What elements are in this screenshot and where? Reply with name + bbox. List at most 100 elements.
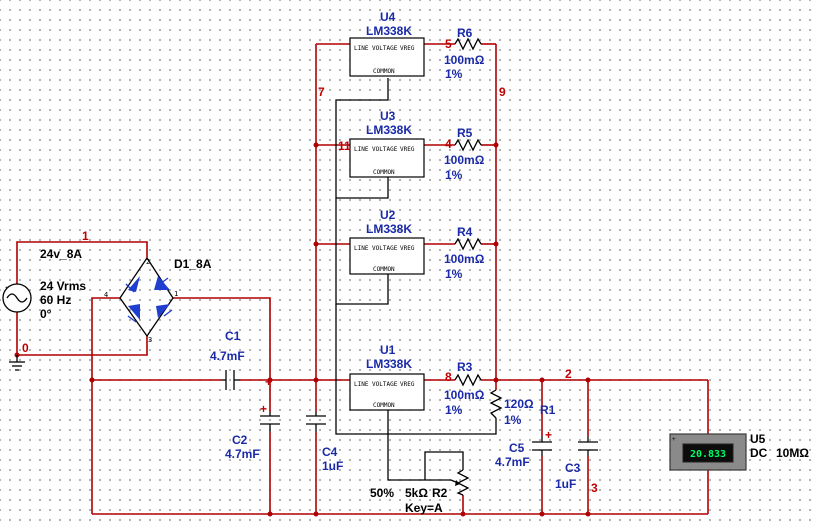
r3-tol: 1% — [445, 403, 463, 417]
bridge-pin-2: 1 — [174, 290, 178, 298]
regulator-u1[interactable]: LINE VOLTAGE VREG COMMON — [349, 373, 425, 411]
meter-impedance: 10MΩ — [776, 446, 809, 460]
u3-pin-line: LINE VOLTAGE — [354, 146, 398, 153]
regulator-u3[interactable]: LINE VOLTAGE VREG COMMON — [349, 138, 425, 178]
source-voltage: 24 Vrms — [40, 279, 86, 293]
c2-polarity: + — [260, 402, 267, 416]
r6-tol: 1% — [445, 67, 463, 81]
net-label-11: 11 — [338, 139, 351, 153]
wire-bridge-plus — [173, 297, 271, 412]
wire-adj-u1 — [335, 304, 389, 435]
c2-ref: C2 — [232, 433, 248, 447]
source-phase: 0° — [40, 307, 52, 321]
u2-pin-vreg: VREG — [400, 245, 415, 252]
regulator-u4[interactable]: LINE VOLTAGE VREG COMMON — [349, 37, 425, 77]
bridge-name: D1_8A — [174, 257, 212, 271]
capacitor-c5[interactable] — [532, 436, 552, 456]
r5-ref: R5 — [457, 126, 473, 140]
net-label-7: 7 — [318, 85, 325, 99]
potentiometer-r2[interactable] — [450, 469, 470, 496]
u4-ref: U4 — [380, 10, 396, 24]
svg-text:+: + — [672, 436, 676, 443]
meter-mode: DC — [750, 446, 768, 460]
u4-pin-common: COMMON — [373, 68, 395, 75]
u3-part: LM338K — [366, 123, 412, 137]
capacitor-c2[interactable] — [260, 412, 280, 432]
u2-pin-common: COMMON — [373, 266, 395, 273]
net-label-1: 1 — [82, 229, 89, 243]
wire-adj-u3 — [336, 177, 389, 199]
r1-tol: 1% — [504, 413, 522, 427]
r4-tol: 1% — [445, 267, 463, 281]
net-label-8: 8 — [445, 370, 452, 384]
meter-ref: U5 — [750, 432, 766, 446]
sine-wave-icon — [6, 293, 28, 303]
bridge-pin-4: 4 — [104, 291, 108, 299]
multimeter-u5[interactable]: 20.833 + — [669, 433, 747, 471]
r2-ref: R2 — [432, 486, 448, 500]
r4-value: 100mΩ — [444, 252, 485, 266]
resistor-r4[interactable] — [454, 237, 482, 251]
source-frequency: 60 Hz — [40, 293, 71, 307]
ac-source[interactable]: + — [2, 283, 32, 313]
wire-net-1 — [16, 241, 148, 290]
u3-pin-common: COMMON — [373, 169, 395, 176]
bridge-pin-3: 3 — [148, 336, 152, 344]
capacitor-c1[interactable] — [222, 370, 240, 390]
r5-tol: 1% — [445, 168, 463, 182]
r2-key: Key=A — [405, 501, 443, 515]
u1-pin-common: COMMON — [373, 402, 395, 409]
resistor-r1[interactable] — [489, 389, 503, 419]
u4-pin-vreg: VREG — [400, 45, 415, 52]
u2-ref: U2 — [380, 208, 396, 222]
c2-value: 4.7mF — [225, 447, 260, 461]
u2-part: LM338K — [366, 222, 412, 236]
c1-ref: C1 — [225, 329, 241, 343]
net-label-0: 0 — [22, 341, 29, 355]
c5-polarity: + — [545, 428, 552, 442]
u3-pin-vreg: VREG — [400, 146, 415, 153]
net-label-5: 5 — [445, 37, 452, 51]
svg-text:+: + — [5, 285, 9, 292]
c4-value: 1uF — [322, 459, 343, 473]
r4-ref: R4 — [457, 225, 473, 239]
r1-value: 120Ω — [504, 397, 534, 411]
wire-net-0 — [16, 305, 148, 356]
wire-adj-u4-u2 — [335, 78, 389, 305]
net-label-4: 4 — [445, 137, 452, 151]
bridge-rectifier[interactable] — [119, 257, 174, 338]
u1-part: LM338K — [366, 357, 412, 371]
u2-pin-line: LINE VOLTAGE — [354, 245, 398, 252]
u1-pin-line: LINE VOLTAGE — [354, 381, 398, 388]
wire-bridge-minus — [91, 297, 120, 514]
u1-pin-vreg: VREG — [400, 381, 415, 388]
wires — [16, 43, 709, 515]
c1-value: 4.7mF — [210, 349, 245, 363]
wire-adj-r1 — [388, 418, 497, 435]
r3-value: 100mΩ — [444, 388, 485, 402]
c5-ref: C5 — [509, 441, 525, 455]
resistor-r3[interactable] — [454, 373, 482, 387]
source-name: 24v_8A — [40, 247, 82, 261]
capacitor-c4[interactable] — [306, 412, 326, 432]
meter-reading: 20.833 — [690, 449, 726, 460]
r2-percent: 50% — [370, 486, 394, 500]
u1-ref: U1 — [380, 343, 396, 357]
resistor-r6[interactable] — [454, 37, 482, 51]
regulator-u2[interactable]: LINE VOLTAGE VREG COMMON — [349, 237, 425, 275]
net-label-3: 3 — [591, 481, 598, 495]
c5-value: 4.7mF — [495, 455, 530, 469]
net-label-2: 2 — [565, 367, 572, 381]
capacitor-c3[interactable] — [578, 436, 598, 456]
resistor-r5[interactable] — [454, 138, 482, 152]
diode-icon — [125, 276, 173, 323]
bridge-pin-1: 2 — [146, 258, 150, 266]
u4-pin-line: LINE VOLTAGE — [354, 45, 398, 52]
c4-ref: C4 — [322, 445, 338, 459]
r5-value: 100mΩ — [444, 153, 485, 167]
r1-ref: R1 — [540, 403, 556, 417]
wire-r2-wiper — [424, 451, 464, 480]
u4-part: LM338K — [366, 24, 412, 38]
r2-value: 5kΩ — [405, 486, 428, 500]
